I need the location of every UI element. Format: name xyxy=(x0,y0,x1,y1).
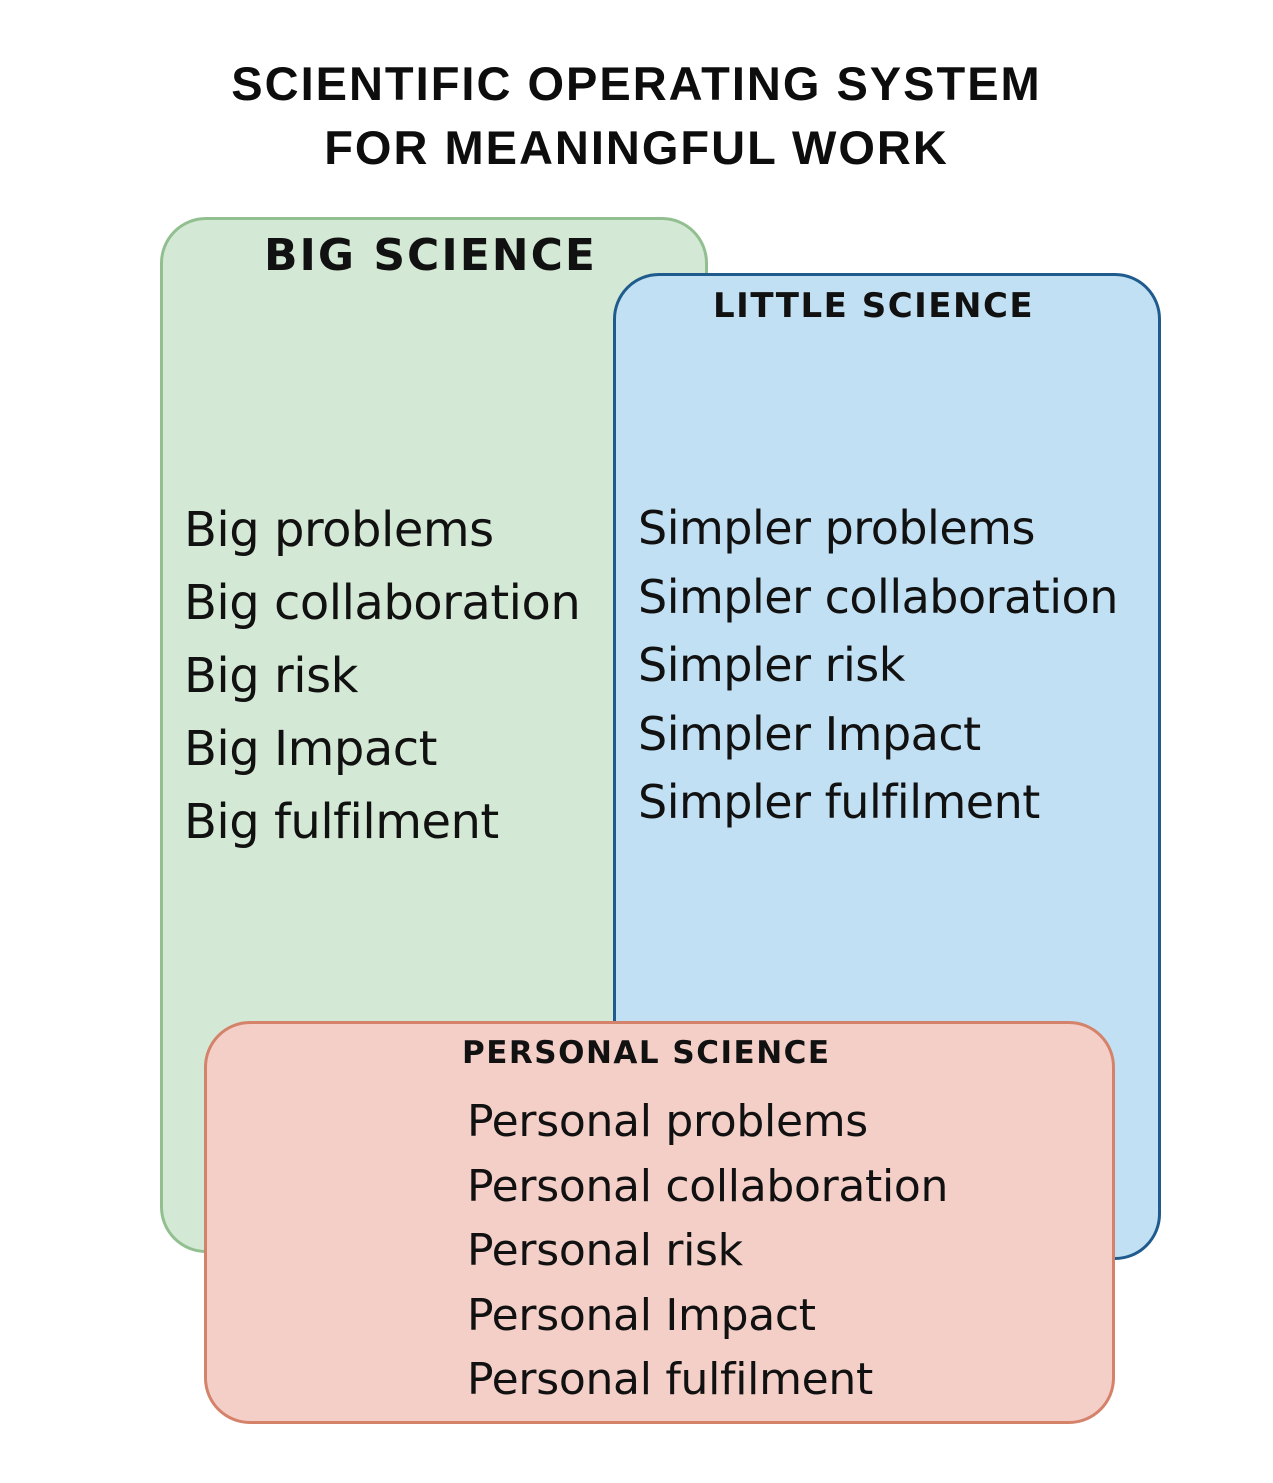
big-science-list: Big problems Big collaboration Big risk … xyxy=(184,494,581,859)
personal-science-heading: PERSONAL SCIENCE xyxy=(462,1035,831,1071)
big-science-item: Big risk xyxy=(184,648,358,704)
little-science-item: Simpler collaboration xyxy=(638,569,1118,624)
personal-science-item: Personal Impact xyxy=(467,1289,816,1341)
personal-science-box xyxy=(204,1021,1115,1424)
personal-science-item: Personal risk xyxy=(467,1225,743,1276)
little-science-list: Simpler problems Simpler collaboration S… xyxy=(638,494,1118,837)
personal-science-list: Personal problems Personal collaboration… xyxy=(467,1090,948,1413)
big-science-heading: BIG SCIENCE xyxy=(264,230,597,281)
personal-science-item: Personal fulfilment xyxy=(467,1354,873,1405)
big-science-item: Big collaboration xyxy=(184,575,581,631)
little-science-heading: LITTLE SCIENCE xyxy=(713,286,1035,326)
little-science-item: Simpler fulfilment xyxy=(638,775,1040,829)
little-science-item: Simpler Impact xyxy=(638,706,981,761)
big-science-item: Big Impact xyxy=(184,721,438,777)
big-science-item: Big problems xyxy=(184,502,494,558)
little-science-item: Simpler problems xyxy=(638,501,1035,555)
personal-science-item: Personal problems xyxy=(467,1096,868,1147)
diagram-title-line-1: SCIENTIFIC OPERATING SYSTEM xyxy=(231,57,1042,110)
little-science-item: Simpler risk xyxy=(638,638,905,692)
big-science-item: Big fulfilment xyxy=(184,794,499,850)
personal-science-item: Personal collaboration xyxy=(467,1160,949,1212)
diagram-title-line-2: FOR MEANINGFUL WORK xyxy=(324,121,949,174)
diagram-title: SCIENTIFIC OPERATING SYSTEM FOR MEANINGF… xyxy=(0,52,1273,180)
